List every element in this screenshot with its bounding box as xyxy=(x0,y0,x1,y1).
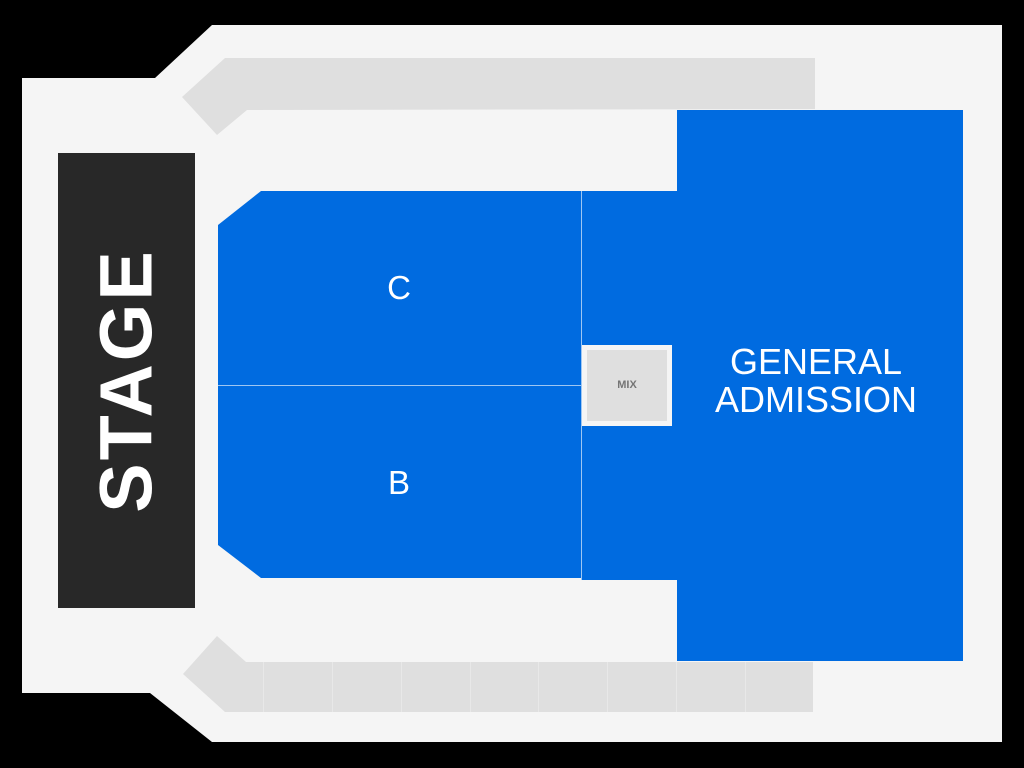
section-lower-balcony[interactable] xyxy=(183,636,813,712)
section-b[interactable] xyxy=(218,386,581,578)
section-c[interactable] xyxy=(218,191,581,385)
section-general-admission[interactable] xyxy=(582,110,963,661)
mix-booth xyxy=(587,350,667,421)
stage xyxy=(58,153,195,608)
section-upper-balcony[interactable] xyxy=(182,58,815,135)
lower-balcony-dividers xyxy=(263,662,746,712)
